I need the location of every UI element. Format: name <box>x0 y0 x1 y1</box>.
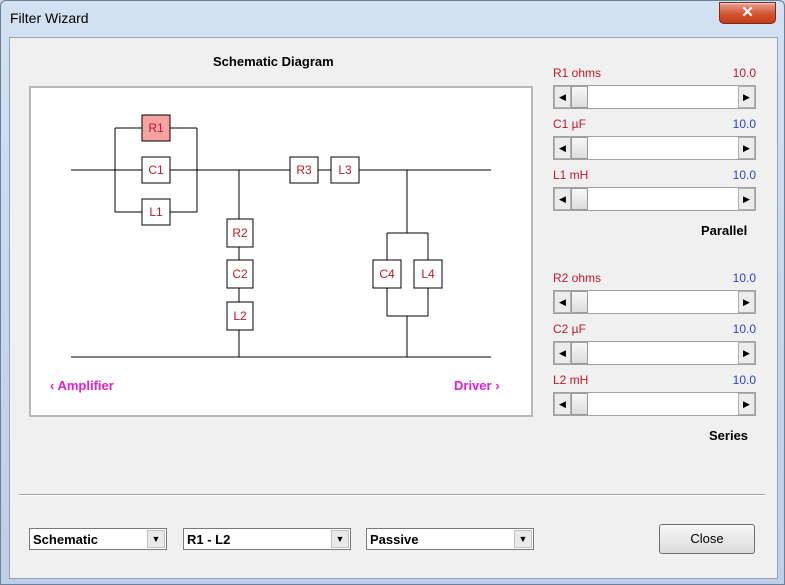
svg-text:C1: C1 <box>148 163 164 177</box>
nav-amplifier-link[interactable]: ‹ Amplifier <box>50 378 114 393</box>
close-button[interactable]: Close <box>659 524 755 554</box>
slider-right-arrow-icon[interactable]: ▶ <box>738 291 755 313</box>
l2-label: L2 mH <box>553 373 589 387</box>
slider-left-arrow-icon[interactable]: ◀ <box>554 291 571 313</box>
schematic-svg: R1 C1 L1 R3 L3 R2 <box>71 114 491 358</box>
window-close-button[interactable]: ✕ <box>719 2 776 24</box>
slider-right-arrow-icon[interactable]: ▶ <box>738 393 755 415</box>
parallel-group-label: Parallel <box>701 223 748 238</box>
r1-slider[interactable]: ◀ ▶ <box>553 85 756 109</box>
schematic-title: Schematic Diagram <box>213 54 334 69</box>
range-select[interactable]: R1 - L2 ▼ <box>183 528 351 550</box>
range-select-value: R1 - L2 <box>187 532 231 547</box>
type-select[interactable]: Passive ▼ <box>366 528 534 550</box>
c2-value: 10.0 <box>732 322 756 336</box>
c1-label: C1 µF <box>553 117 586 131</box>
component-r2[interactable]: R2 <box>226 218 254 248</box>
chevron-down-icon[interactable]: ▼ <box>331 530 349 548</box>
slider-right-arrow-icon[interactable]: ▶ <box>738 342 755 364</box>
svg-text:R3: R3 <box>296 163 312 177</box>
svg-text:R2: R2 <box>232 226 248 240</box>
nav-driver-link[interactable]: Driver › <box>454 378 500 393</box>
svg-text:C4: C4 <box>379 267 395 281</box>
component-c1[interactable]: C1 <box>141 156 171 184</box>
l2-slider[interactable]: ◀ ▶ <box>553 392 756 416</box>
component-l2[interactable]: L2 <box>226 301 254 331</box>
slider-thumb[interactable] <box>571 137 588 159</box>
slider-right-arrow-icon[interactable]: ▶ <box>738 137 755 159</box>
view-select[interactable]: Schematic ▼ <box>29 528 167 550</box>
footer-separator <box>19 494 765 496</box>
title-bar[interactable]: Filter Wizard ✕ <box>1 1 785 37</box>
view-select-value: Schematic <box>33 532 99 547</box>
svg-text:L4: L4 <box>421 267 435 281</box>
c2-slider[interactable]: ◀ ▶ <box>553 341 756 365</box>
slider-left-arrow-icon[interactable]: ◀ <box>554 188 571 210</box>
close-icon: ✕ <box>741 4 754 21</box>
component-c2[interactable]: C2 <box>226 259 254 289</box>
slider-thumb[interactable] <box>571 86 588 108</box>
l1-slider[interactable]: ◀ ▶ <box>553 187 756 211</box>
r2-label: R2 ohms <box>553 271 602 285</box>
component-r3[interactable]: R3 <box>289 156 319 184</box>
component-l3[interactable]: L3 <box>330 156 360 184</box>
r1-value: 10.0 <box>732 66 756 80</box>
window-title: Filter Wizard <box>10 10 89 26</box>
chevron-down-icon[interactable]: ▼ <box>147 530 165 548</box>
l1-label: L1 mH <box>553 168 589 182</box>
c1-value: 10.0 <box>732 117 756 131</box>
r2-value: 10.0 <box>732 271 756 285</box>
schematic-diagram: R1 C1 L1 R3 L3 R2 <box>29 86 533 417</box>
svg-text:L1: L1 <box>149 205 163 219</box>
slider-left-arrow-icon[interactable]: ◀ <box>554 137 571 159</box>
svg-text:C2: C2 <box>232 267 248 281</box>
l2-value: 10.0 <box>732 373 756 387</box>
c1-slider[interactable]: ◀ ▶ <box>553 136 756 160</box>
slider-right-arrow-icon[interactable]: ▶ <box>738 86 755 108</box>
svg-text:R1: R1 <box>148 121 164 135</box>
component-c4[interactable]: C4 <box>372 259 402 289</box>
component-l4[interactable]: L4 <box>413 259 443 289</box>
slider-left-arrow-icon[interactable]: ◀ <box>554 393 571 415</box>
l1-value: 10.0 <box>732 168 756 182</box>
slider-thumb[interactable] <box>571 393 588 415</box>
svg-text:L2: L2 <box>233 309 247 323</box>
c2-label: C2 µF <box>553 322 586 336</box>
svg-text:L3: L3 <box>338 163 352 177</box>
chevron-down-icon[interactable]: ▼ <box>514 530 532 548</box>
type-select-value: Passive <box>370 532 419 547</box>
r2-slider[interactable]: ◀ ▶ <box>553 290 756 314</box>
slider-left-arrow-icon[interactable]: ◀ <box>554 86 571 108</box>
slider-left-arrow-icon[interactable]: ◀ <box>554 342 571 364</box>
slider-thumb[interactable] <box>571 188 588 210</box>
series-group-label: Series <box>709 428 749 443</box>
r1-label: R1 ohms <box>553 66 602 80</box>
slider-right-arrow-icon[interactable]: ▶ <box>738 188 755 210</box>
component-l1[interactable]: L1 <box>141 198 171 226</box>
slider-thumb[interactable] <box>571 291 588 313</box>
slider-thumb[interactable] <box>571 342 588 364</box>
component-r1[interactable]: R1 <box>141 114 171 142</box>
